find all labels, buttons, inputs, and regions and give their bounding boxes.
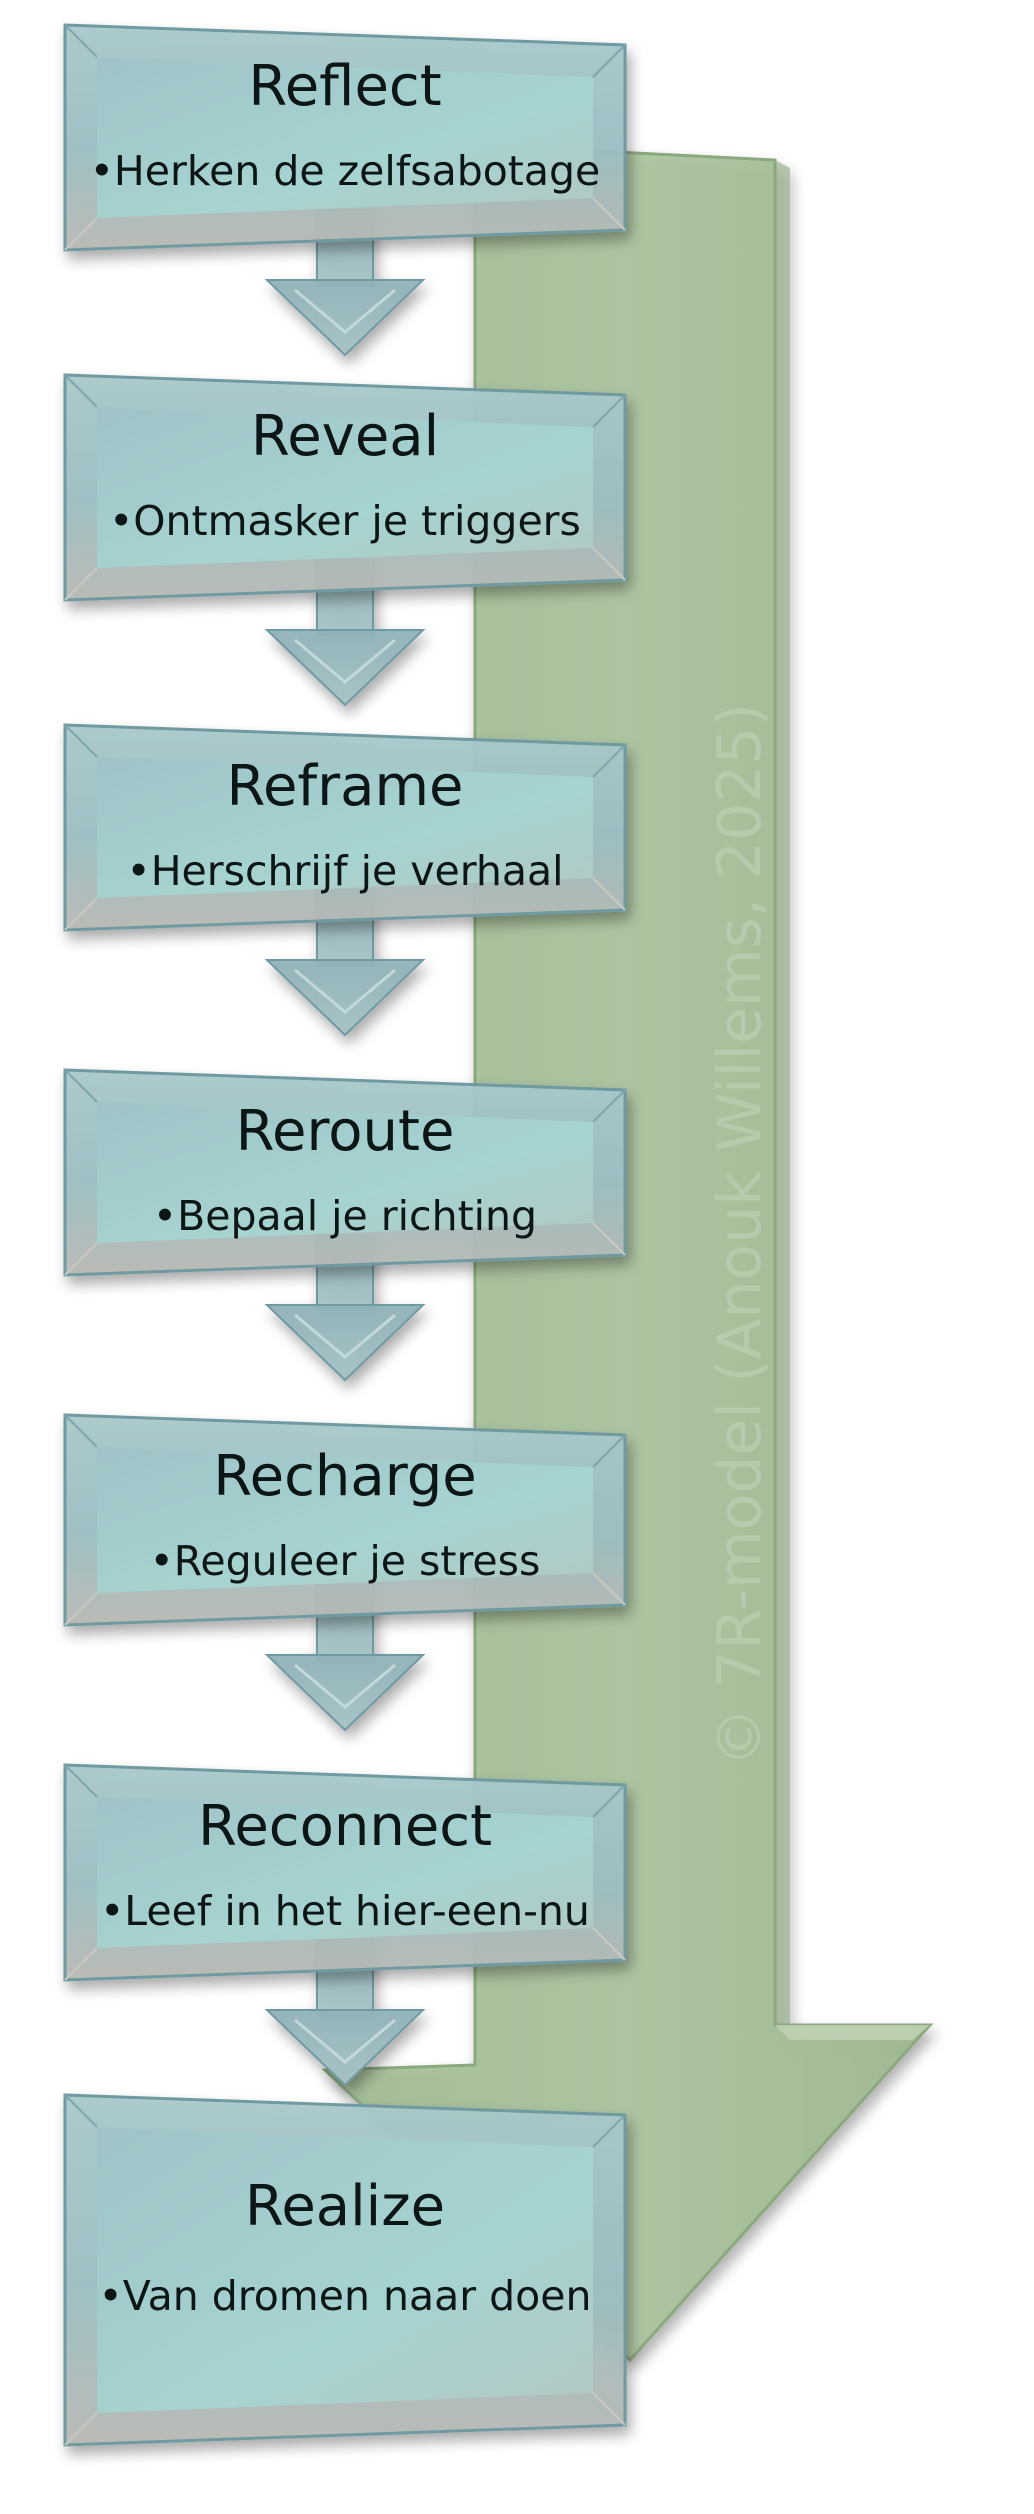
bullet: • — [90, 147, 114, 195]
step-box-face — [97, 1797, 593, 1948]
bevel-line — [592, 1927, 626, 1961]
step-description-text: Bepaal je richting — [177, 1192, 537, 1240]
step-description: •Van dromen naar doen — [99, 2272, 592, 2320]
chevron-inner — [294, 1663, 396, 1709]
bullet: • — [127, 847, 151, 895]
step-description-text: Herken de zelfsabotage — [114, 147, 600, 195]
step-description: •Reguleer je stress — [150, 1537, 541, 1585]
chevron-head — [264, 1654, 426, 1732]
step-realize: Realize •Van dromen naar doen — [63, 2093, 627, 2447]
bevel-line — [64, 1592, 98, 1626]
step-description: •Ontmasker je triggers — [109, 497, 581, 545]
bevel-line — [64, 567, 98, 601]
big-arrow-bevel-right — [775, 160, 790, 2025]
chevron-head — [264, 629, 426, 707]
step-box-face — [97, 1102, 593, 1243]
step-description-text: Leef in het hier-een-nu — [124, 1887, 590, 1935]
step-description-text: Reguleer je stress — [174, 1537, 541, 1585]
chevron-inner — [294, 288, 396, 334]
bevel-line — [592, 1434, 626, 1468]
bevel-line — [64, 1242, 98, 1276]
bevel-line — [64, 724, 98, 758]
bevel-line — [592, 2392, 626, 2426]
step-box-face — [97, 57, 593, 218]
bullet: • — [100, 1887, 124, 1935]
step-boxes: Reflect•Herken de zelfsabotageReveal•Ont… — [63, 23, 627, 2447]
chevron-inner — [294, 1313, 396, 1359]
bevel-line — [592, 877, 626, 911]
chevron-inner — [294, 638, 396, 684]
chevron-inner — [294, 2018, 396, 2064]
bullet: • — [150, 1537, 174, 1585]
step-title: Reframe — [227, 754, 464, 819]
bevel-line — [592, 547, 626, 581]
bullet: • — [99, 2272, 123, 2320]
bevel-line — [592, 744, 626, 778]
bevel-line — [592, 394, 626, 428]
bevel-line — [64, 217, 98, 251]
step-reroute: Reroute •Bepaal je richting — [63, 1068, 627, 1277]
step-box-face — [97, 1447, 593, 1593]
bevel-line — [64, 24, 98, 58]
bevel-line — [64, 2094, 98, 2128]
step-title: Recharge — [213, 1444, 476, 1509]
step-title: Reflect — [248, 54, 441, 119]
bevel-line — [64, 374, 98, 408]
step-reconnect: Reconnect •Leef in het hier-een-nu — [63, 1763, 627, 1982]
bevel-line — [64, 1414, 98, 1448]
bevel-line — [64, 897, 98, 931]
step-title: Reveal — [251, 404, 439, 469]
bevel-line — [592, 1572, 626, 1606]
bevel-line — [64, 1764, 98, 1798]
step-description: •Herken de zelfsabotage — [90, 147, 601, 195]
bevel-line — [592, 2114, 626, 2148]
bevel-line — [592, 1222, 626, 1256]
bevel-line — [64, 2412, 98, 2446]
step-box-face — [97, 2127, 593, 2413]
bevel-line — [64, 1947, 98, 1981]
step-title: Reconnect — [198, 1794, 492, 1859]
bullet: • — [153, 1192, 177, 1240]
chevron-head — [264, 279, 426, 357]
step-title: Realize — [245, 2174, 445, 2239]
step-title: Reroute — [236, 1099, 455, 1164]
bevel-line — [592, 1089, 626, 1123]
step-reveal: Reveal •Ontmasker je triggers — [63, 373, 627, 602]
step-reframe: Reframe •Herschrijf je verhaal — [63, 723, 627, 932]
bevel-line — [592, 1784, 626, 1818]
big-arrow-bevel-head — [775, 2025, 930, 2040]
copyright-watermark: © 7R-model (Anouk Willems, 2025) — [705, 703, 775, 1767]
step-description-text: Van dromen naar doen — [123, 2272, 592, 2320]
step-description: •Herschrijf je verhaal — [127, 847, 564, 895]
step-recharge: Recharge •Reguleer je stress — [63, 1413, 627, 1627]
chevron-inner — [294, 968, 396, 1014]
bevel-line — [592, 197, 626, 231]
step-box-face — [97, 757, 593, 898]
bevel-line — [592, 44, 626, 78]
bullet: • — [109, 497, 133, 545]
step-reflect: Reflect •Herken de zelfsabotage — [63, 23, 627, 252]
step-description: •Bepaal je richting — [153, 1192, 537, 1240]
step-description-text: Ontmasker je triggers — [133, 497, 581, 545]
step-description-text: Herschrijf je verhaal — [151, 847, 564, 895]
chevron-head — [264, 1304, 426, 1382]
step-description: •Leef in het hier-een-nu — [100, 1887, 590, 1935]
bevel-line — [64, 1069, 98, 1103]
chevron-head — [264, 959, 426, 1037]
step-box-face — [97, 407, 593, 568]
